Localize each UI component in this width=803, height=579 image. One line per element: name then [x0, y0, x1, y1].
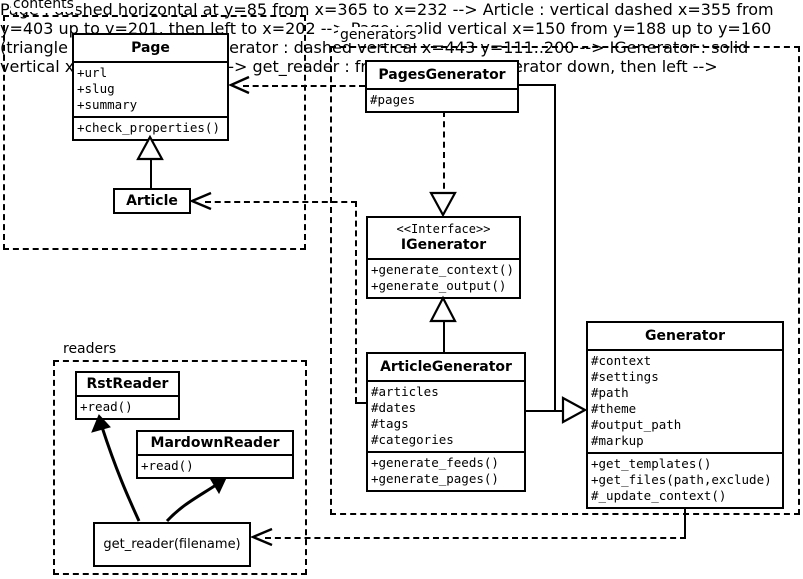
- realization-line-pagesgenerator-igenerator: [443, 111, 445, 199]
- inheritance-line-pagesgenerator-right: [517, 84, 556, 86]
- class-generator-operation: +get_templates(): [591, 456, 712, 471]
- class-article-generator-attribute: #tags: [371, 416, 409, 431]
- package-readers: readers: [53, 341, 307, 575]
- class-page-attribute: +summary: [77, 97, 138, 112]
- package-contents-border: [3, 15, 306, 250]
- class-igenerator-operation: +generate_context(): [371, 262, 514, 277]
- class-rst-reader[interactable]: RstReader +read(): [75, 371, 180, 420]
- package-contents-label: contents: [11, 0, 76, 12]
- dependency-line-pagesgenerator-page: [243, 85, 365, 87]
- inheritance-line-articlegenerator-right: [524, 410, 556, 412]
- class-article[interactable]: Article: [113, 188, 191, 214]
- class-article-generator-operations: +generate_feeds() +generate_pages(): [368, 451, 524, 490]
- class-mardown-reader-operations: +read(): [138, 454, 292, 477]
- class-mardown-reader[interactable]: MardownReader +read(): [136, 430, 294, 479]
- class-article-generator-operation: +generate_pages(): [371, 471, 499, 486]
- class-page[interactable]: Page +url +slug +summary +check_properti…: [72, 33, 229, 141]
- class-page-attributes: +url +slug +summary: [74, 61, 227, 116]
- function-get-reader-label: get_reader(filename): [103, 537, 241, 552]
- inheritance-line-article-page: [150, 158, 152, 190]
- class-generator-attributes: #context #settings #path #theme #output_…: [588, 349, 782, 452]
- inheritance-line-merge-to-generator: [554, 410, 565, 412]
- class-igenerator-operations: +generate_context() +generate_output(): [368, 258, 519, 297]
- class-pages-generator-attributes: #pages: [367, 88, 517, 111]
- dependency-line-articlegenerator-article: [205, 201, 357, 203]
- class-article-generator-attribute: #articles: [371, 384, 439, 399]
- dependency-line-generator-to-getreader: [265, 537, 686, 539]
- function-get-reader[interactable]: get_reader(filename): [93, 522, 251, 567]
- class-generator-operation: #_update_context(): [591, 488, 727, 503]
- class-igenerator-title-block: <<Interface>> IGenerator: [368, 218, 519, 258]
- package-readers-border: [53, 360, 307, 575]
- package-contents: contents: [3, 0, 306, 250]
- package-readers-label: readers: [61, 341, 119, 357]
- class-generator-attribute: #context: [591, 353, 652, 368]
- class-igenerator[interactable]: <<Interface>> IGenerator +generate_conte…: [366, 216, 521, 299]
- class-generator-attribute: #theme: [591, 401, 637, 416]
- class-page-attribute: +slug: [77, 81, 115, 96]
- class-rst-reader-operations: +read(): [77, 395, 178, 418]
- class-generator-title: Generator: [644, 328, 725, 344]
- class-mardown-reader-operation: +read(): [141, 458, 194, 473]
- class-rst-reader-operation: +read(): [80, 399, 133, 414]
- class-igenerator-operation: +generate_output(): [371, 278, 507, 293]
- inheritance-line-merge-vertical: [554, 84, 556, 412]
- class-mardown-reader-title: MardownReader: [150, 435, 280, 451]
- class-page-operations: +check_properties(): [74, 116, 227, 139]
- class-article-generator-attribute: #dates: [371, 400, 417, 415]
- realization-line-articlegenerator-igenerator: [443, 320, 445, 354]
- class-page-title: Page: [131, 40, 170, 56]
- class-article-title: Article: [126, 193, 178, 209]
- class-pages-generator-attribute: #pages: [370, 92, 416, 107]
- dependency-line-generator-down: [684, 502, 686, 537]
- class-article-generator-attribute: #categories: [371, 432, 454, 447]
- class-generator-operation: +get_files(path,exclude): [591, 472, 772, 487]
- dependency-line-articlegenerator-stub: [355, 402, 368, 404]
- class-page-attribute: +url: [77, 65, 108, 80]
- class-generator-attribute: #settings: [591, 369, 659, 384]
- class-article-generator-attributes: #articles #dates #tags #categories: [368, 380, 524, 451]
- class-article-generator-operation: +generate_feeds(): [371, 455, 499, 470]
- class-generator-operations: +get_templates() +get_files(path,exclude…: [588, 452, 782, 507]
- class-pages-generator-title: PagesGenerator: [378, 67, 506, 83]
- class-pages-generator[interactable]: PagesGenerator #pages: [365, 60, 519, 113]
- class-article-generator[interactable]: ArticleGenerator #articles #dates #tags …: [366, 352, 526, 492]
- class-article-generator-title: ArticleGenerator: [380, 359, 512, 375]
- class-generator-attribute: #markup: [591, 433, 644, 448]
- class-igenerator-stereotype: <<Interface>>: [396, 222, 491, 236]
- dependency-line-articlegenerator-vertical: [355, 201, 357, 403]
- class-generator-attribute: #output_path: [591, 417, 682, 432]
- package-generators-label: generators: [338, 27, 419, 43]
- class-igenerator-title: IGenerator: [400, 237, 487, 253]
- class-rst-reader-title: RstReader: [86, 376, 169, 392]
- class-generator[interactable]: Generator #context #settings #path #them…: [586, 321, 784, 509]
- package-generators: generators: [330, 27, 800, 515]
- class-page-operation: +check_properties(): [77, 120, 220, 135]
- class-generator-attribute: #path: [591, 385, 629, 400]
- package-generators-border: [330, 46, 800, 515]
